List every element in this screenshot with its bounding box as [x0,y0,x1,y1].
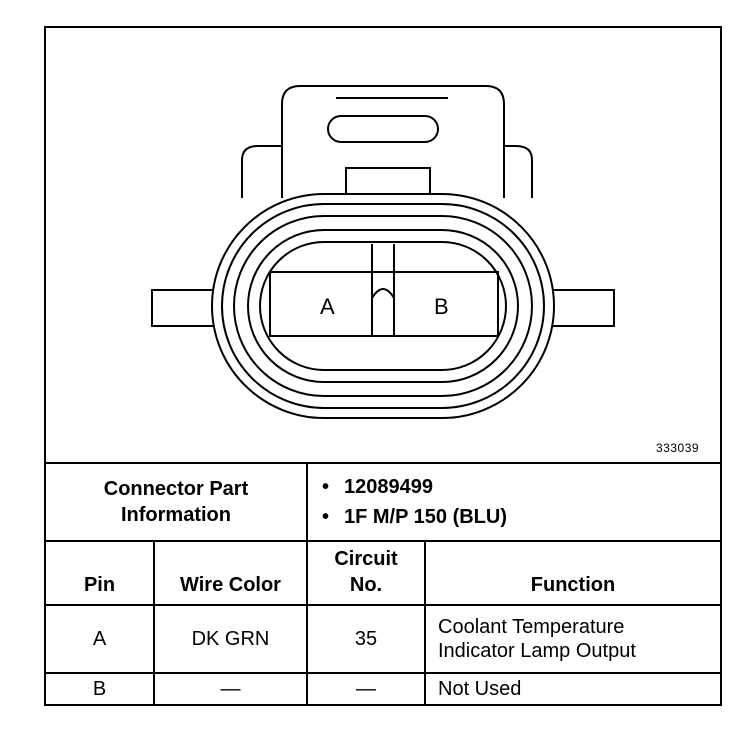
cell-pin: A [46,604,155,674]
table-row: A DK GRN 35 Coolant Temperature Indicato… [46,604,720,674]
part-number: 12089499 [316,472,720,502]
connector-drawing: A B [151,85,615,419]
connector-part-label-line1: Connector Part [103,478,249,500]
pin-cavity [269,244,499,337]
cell-wire-color: — [153,672,308,704]
cell-circuit: — [306,672,426,704]
cell-function-line1: Coolant Temperature [438,616,625,638]
table-row: B — — Not Used [46,672,720,704]
header-circuit: Circuit No. [306,540,426,606]
header-circuit-line2: No. [349,574,383,596]
pin-b-label: B [434,294,449,319]
figure-id: 333039 [656,441,700,455]
cell-pin: B [46,672,155,704]
connector-latch [241,85,533,199]
part-number-list: 12089499 1F M/P 150 (BLU) [306,462,720,542]
connector-table: Connector Part Information 12089499 1F M… [46,462,720,704]
header-function: Function [424,540,720,606]
right-tab [551,289,615,327]
cell-function-line2: Indicator Lamp Output [438,640,636,662]
cell-wire-color: DK GRN [153,604,308,674]
cell-function: Not Used [424,672,720,704]
cell-function: Coolant Temperature Indicator Lamp Outpu… [424,604,720,674]
connector-diagram: A B 333039 [46,28,720,462]
connector-sheet: A B 333039 Connector Part Information 12… [44,26,722,706]
cell-function-line1: Not Used [438,678,522,700]
header-wire-color: Wire Color [153,540,308,606]
part-number: 1F M/P 150 (BLU) [316,502,720,532]
connector-housing [211,193,555,419]
header-circuit-line1: Circuit [334,548,398,570]
connector-part-label: Connector Part Information [46,462,308,542]
connector-part-label-line2: Information [121,504,231,526]
connector-part-row: Connector Part Information 12089499 1F M… [46,462,720,542]
cell-circuit: 35 [306,604,426,674]
left-tab [151,289,215,327]
header-row: Pin Wire Color Circuit No. Function [46,540,720,606]
header-pin: Pin [46,540,155,606]
pin-a-label: A [320,294,335,319]
